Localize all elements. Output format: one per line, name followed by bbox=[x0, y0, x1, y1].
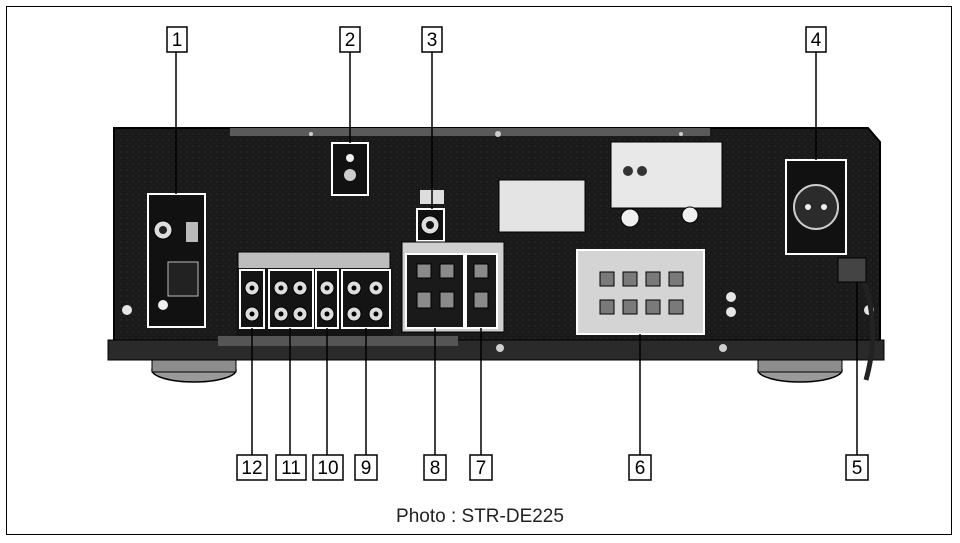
antenna-terminal-panel bbox=[147, 193, 206, 328]
svg-text:12: 12 bbox=[241, 458, 262, 479]
chassis-top-edge bbox=[230, 128, 710, 136]
svg-text:9: 9 bbox=[361, 458, 372, 479]
photo-caption: Photo : STR-DE225 bbox=[396, 506, 564, 527]
jack-group-11 bbox=[268, 269, 314, 329]
warning-label bbox=[498, 179, 586, 233]
callout-1: 1 bbox=[166, 26, 188, 53]
svg-text:5: 5 bbox=[852, 458, 863, 479]
svg-text:8: 8 bbox=[430, 458, 441, 479]
callout-9: 9 bbox=[354, 454, 378, 481]
callout-3: 3 bbox=[421, 26, 443, 53]
rear-panel-fine-print bbox=[218, 336, 458, 346]
jack-label-strip bbox=[237, 251, 391, 271]
callout-4: 4 bbox=[805, 26, 827, 53]
callout-7: 7 bbox=[469, 454, 493, 481]
callout-6: 6 bbox=[628, 454, 652, 481]
svg-text:10: 10 bbox=[317, 458, 338, 479]
svg-text:1: 1 bbox=[172, 30, 183, 51]
callout-10: 10 bbox=[312, 454, 344, 481]
svg-text:2: 2 bbox=[345, 30, 356, 51]
callout-leader-lines bbox=[175, 52, 858, 455]
svg-text:3: 3 bbox=[427, 30, 438, 51]
speaker-terminal-8 bbox=[405, 253, 465, 329]
svg-text:7: 7 bbox=[476, 458, 487, 479]
callout-11: 11 bbox=[275, 454, 307, 481]
svg-text:4: 4 bbox=[811, 30, 822, 51]
speaker-terminals-6 bbox=[576, 249, 705, 335]
svg-text:6: 6 bbox=[635, 458, 646, 479]
callout-5: 5 bbox=[845, 454, 869, 481]
callout-12: 12 bbox=[236, 454, 268, 481]
svg-text:11: 11 bbox=[281, 458, 301, 479]
callout-2: 2 bbox=[339, 26, 361, 53]
input-jacks-area bbox=[236, 268, 393, 338]
callout-8: 8 bbox=[423, 454, 447, 481]
